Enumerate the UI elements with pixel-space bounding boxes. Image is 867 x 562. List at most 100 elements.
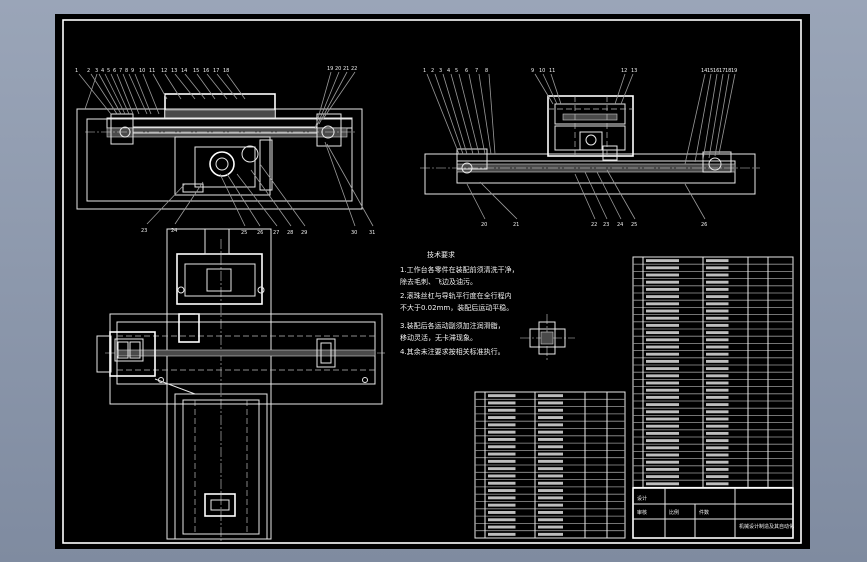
- svg-text:19: 19: [327, 66, 333, 72]
- svg-text:22: 22: [591, 222, 597, 228]
- svg-text:9: 9: [131, 68, 134, 74]
- table-line: [538, 503, 563, 507]
- table-line: [538, 430, 563, 434]
- plan-view: [96, 228, 385, 542]
- table-line: [706, 374, 729, 378]
- svg-text:23: 23: [603, 222, 609, 228]
- table-line: [538, 532, 563, 536]
- table-line: [538, 401, 563, 405]
- svg-text:30: 30: [351, 230, 357, 236]
- svg-text:24: 24: [171, 228, 177, 234]
- table-line: [706, 482, 729, 486]
- svg-text:10: 10: [139, 68, 145, 74]
- table-line: [646, 352, 679, 356]
- table-line: [488, 416, 516, 420]
- svg-text:6: 6: [113, 68, 116, 74]
- table-line: [646, 439, 679, 443]
- table-line: [646, 453, 679, 457]
- table-line: [706, 302, 729, 306]
- table-line: [646, 295, 679, 299]
- svg-text:24: 24: [617, 222, 623, 228]
- table-line: [646, 359, 679, 363]
- table-line: [538, 459, 563, 463]
- table-line: [538, 445, 563, 449]
- table-line: [488, 510, 516, 514]
- svg-text:20: 20: [335, 66, 341, 72]
- svg-text:17: 17: [213, 68, 219, 74]
- table-line: [706, 287, 729, 291]
- svg-text:8: 8: [125, 68, 128, 74]
- svg-text:4: 4: [447, 68, 450, 74]
- table-line: [706, 345, 729, 349]
- note-line: 2.滚珠丝杠与导轨平行度在全行程内: [400, 291, 512, 300]
- table-line: [646, 460, 679, 464]
- table-line: [646, 395, 679, 399]
- table-line: [706, 381, 729, 385]
- table-line: [488, 459, 516, 463]
- svg-text:25: 25: [241, 230, 247, 236]
- svg-text:19: 19: [731, 68, 737, 74]
- parts-list-right: [632, 256, 794, 488]
- table-line: [706, 259, 729, 263]
- svg-text:11: 11: [149, 68, 155, 74]
- svg-text:14: 14: [181, 68, 187, 74]
- svg-text:3: 3: [439, 68, 442, 74]
- table-line: [488, 445, 516, 449]
- parts-list-left: [474, 391, 626, 539]
- table-line: [646, 331, 679, 335]
- table-line: [646, 338, 679, 342]
- notes-title: 技术要求: [427, 250, 455, 259]
- table-line: [646, 475, 679, 479]
- table-line: [706, 273, 729, 277]
- svg-text:18: 18: [725, 68, 731, 74]
- table-line: [706, 331, 729, 335]
- table-line: [706, 431, 729, 435]
- svg-text:29: 29: [301, 230, 307, 236]
- table-line: [488, 525, 516, 529]
- title-block: 设计 审核 比例 件数 机械设计制造及其自动化: [632, 487, 794, 539]
- table-line: [646, 259, 679, 263]
- svg-text:23: 23: [141, 228, 147, 234]
- table-line: [706, 280, 729, 284]
- table-line: [706, 417, 729, 421]
- table-line: [488, 496, 516, 500]
- svg-text:17: 17: [719, 68, 725, 74]
- table-line: [538, 510, 563, 514]
- table-line: [706, 410, 729, 414]
- table-line: [646, 446, 679, 450]
- svg-text:7: 7: [475, 68, 478, 74]
- svg-text:2: 2: [87, 68, 90, 74]
- table-line: [538, 394, 563, 398]
- table-line: [538, 423, 563, 427]
- svg-text:15: 15: [707, 68, 713, 74]
- table-line: [646, 266, 679, 270]
- table-line: [646, 431, 679, 435]
- table-line: [538, 518, 563, 522]
- drawing-border: [62, 19, 802, 544]
- svg-text:13: 13: [631, 68, 637, 74]
- table-line: [706, 338, 729, 342]
- svg-text:7: 7: [119, 68, 122, 74]
- svg-text:12: 12: [161, 68, 167, 74]
- svg-text:27: 27: [273, 230, 279, 236]
- svg-text:2: 2: [431, 68, 434, 74]
- svg-text:16: 16: [713, 68, 719, 74]
- note-line: 不大于0.02mm，装配后运动平稳。: [400, 303, 513, 312]
- table-line: [706, 453, 729, 457]
- svg-text:15: 15: [193, 68, 199, 74]
- svg-text:21: 21: [513, 222, 519, 228]
- title-company: 机械设计制造及其自动化: [739, 523, 794, 530]
- table-line: [488, 430, 516, 434]
- table-line: [706, 359, 729, 363]
- table-line: [646, 403, 679, 407]
- table-line: [706, 439, 729, 443]
- table-line: [646, 374, 679, 378]
- svg-text:11: 11: [549, 68, 555, 74]
- svg-text:5: 5: [455, 68, 458, 74]
- table-line: [488, 423, 516, 427]
- table-line: [706, 309, 729, 313]
- svg-text:20: 20: [481, 222, 487, 228]
